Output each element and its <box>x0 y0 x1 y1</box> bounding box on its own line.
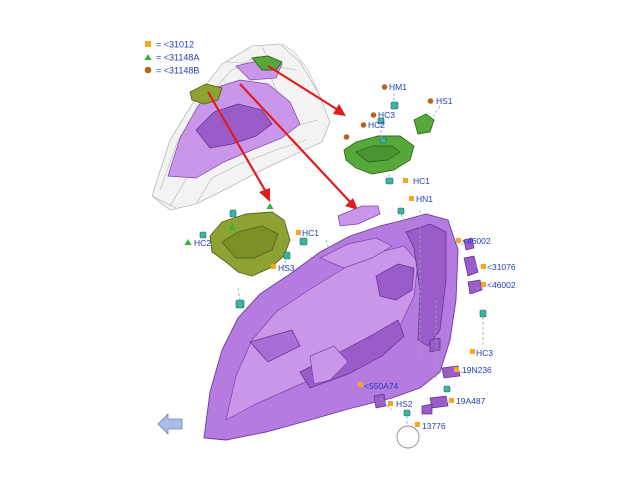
callout-side-panel-triangle <box>266 203 274 209</box>
callout-hs2: HS2 <box>396 399 413 409</box>
ghost-upper-trim-green <box>189 83 223 105</box>
part-31076 <box>463 255 479 277</box>
callout-hc1-mid: HC1 <box>302 228 319 238</box>
grommet-circle <box>396 425 420 449</box>
part-46002-lower <box>467 279 483 295</box>
callout-hs2-marker <box>388 401 393 406</box>
legend-orange-square-icon <box>145 41 151 47</box>
upper-bracket-assembly <box>343 88 441 185</box>
callout-hc2-top: HC2 <box>368 120 385 130</box>
callout-hc1-mid-marker <box>296 230 301 235</box>
callout-hm1-marker <box>381 84 388 90</box>
callout-hm1: HM1 <box>389 82 407 92</box>
callout-13776-marker <box>415 422 420 427</box>
callout-19a487-marker <box>449 398 454 403</box>
callout-side-panel-triangle-2 <box>228 224 236 230</box>
callout-hc1-top-marker <box>403 178 408 183</box>
callout-hc3-top: HC3 <box>378 110 395 120</box>
side-panel-clip-left <box>229 209 237 218</box>
callout-hc2-left: HC2 <box>194 238 211 248</box>
arrow-to-quarter-panel <box>239 83 353 205</box>
quarter-trim-assembly <box>203 205 487 441</box>
callout-46002-a: <46002 <box>462 236 491 246</box>
callout-hc3-right: HC3 <box>476 348 493 358</box>
callout-46002-b-marker <box>481 282 486 287</box>
callout-19a487: 19A487 <box>456 396 486 406</box>
callout-hn1-marker <box>409 196 414 201</box>
callout-hc2-left-marker <box>184 239 192 245</box>
legend-item-31148a: = <31148A <box>156 53 199 63</box>
front-direction-icon <box>157 413 183 435</box>
callout-hc1-top: HC1 <box>413 176 430 186</box>
callouts: HM1 HS1 HC3 HC2 HC1 HN1 <46002 <31076 <4… <box>184 82 516 431</box>
legend-item-31012: = <31012 <box>156 40 194 50</box>
callout-31076: <31076 <box>487 262 516 272</box>
callout-13776: 13776 <box>422 421 446 431</box>
callout-hs1-marker <box>427 98 434 104</box>
ghost-rear-trim-green <box>251 55 283 71</box>
callout-19n236: 19N236 <box>462 365 492 375</box>
callout-hc2-top-marker <box>360 122 367 128</box>
callout-550a74: <550A74 <box>364 381 399 391</box>
callout-19n236-marker <box>454 367 459 372</box>
upper-pillar-trim <box>337 205 381 227</box>
callout-hc3-top-marker <box>370 112 377 118</box>
arrow-to-side-panel <box>207 91 267 193</box>
legend: = <31012 = <31148A = <31148B <box>144 40 199 76</box>
arrow-to-upper-bracket <box>267 65 339 111</box>
callout-550a74-marker <box>358 382 363 387</box>
legend-green-triangle-icon <box>144 54 152 60</box>
hm1-clip <box>390 101 399 110</box>
callout-hn1: HN1 <box>416 194 433 204</box>
part-19a487 <box>429 395 449 409</box>
callout-hc3-right-marker <box>470 349 475 354</box>
callout-hc2-top-extra-marker <box>343 134 350 140</box>
part-46002-upper <box>463 237 475 251</box>
legend-item-31148b: = <31148B <box>156 66 199 76</box>
callout-hs3: HS3 <box>278 263 295 273</box>
callout-46002-b: <46002 <box>487 280 516 290</box>
legend-brown-circle-icon <box>144 66 152 74</box>
callout-31076-marker <box>481 264 486 269</box>
hs1-bracket <box>413 113 435 135</box>
vehicle-body-outline <box>151 43 331 211</box>
callout-46002-a-marker <box>456 238 461 243</box>
callout-hs1: HS1 <box>436 96 453 106</box>
indicator-arrows <box>207 65 358 210</box>
callout-hs3-marker <box>271 264 276 269</box>
